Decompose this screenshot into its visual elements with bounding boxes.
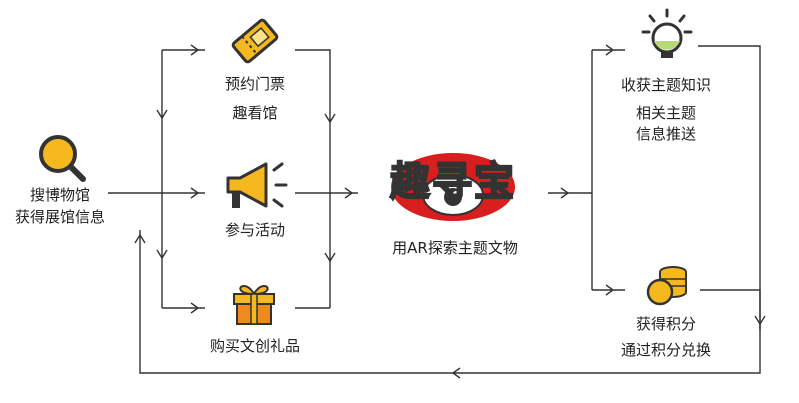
search-label: 搜博物馆 [29, 186, 91, 204]
ticket-sublabel: 趣看馆 [232, 104, 278, 122]
arrow-icon [156, 249, 168, 260]
knowledge-sublabel-2: 信息推送 [635, 125, 697, 143]
arrow-icon [451, 367, 461, 379]
arrow-icon [324, 113, 336, 124]
arrow-icon [560, 187, 570, 199]
search-sublabel: 获得展馆信息 [14, 208, 106, 226]
arrow-icon [190, 302, 200, 314]
coins-icon [646, 266, 687, 306]
arrow-icon [190, 187, 200, 199]
arrow-icon [156, 109, 168, 120]
logo-text: 趣寻宝 [389, 158, 516, 206]
knowledge-sublabel-1: 相关主题 [635, 104, 697, 122]
arrow-icon [190, 44, 200, 56]
ticket-label: 预约门票 [224, 75, 286, 93]
knowledge-label: 收获主题知识 [620, 76, 712, 94]
ticket-icon [231, 18, 279, 64]
quxunbao-logo [391, 153, 515, 221]
magnifier-icon [39, 135, 86, 182]
arrow-icon [324, 252, 336, 263]
arrow-icon [605, 44, 615, 56]
gift-label: 购买文创礼品 [209, 337, 301, 355]
lightbulb-icon [641, 8, 693, 58]
arrow-icon [134, 233, 146, 244]
points-label: 获得积分 [635, 315, 697, 333]
arrow-icon [754, 315, 766, 326]
points-sublabel: 通过积分兑换 [620, 341, 712, 359]
arrow-icon [605, 284, 615, 296]
activity-label: 参与活动 [224, 221, 286, 239]
gift-icon [233, 284, 275, 325]
megaphone-icon [226, 162, 288, 208]
arrow-icon [344, 187, 354, 199]
center-caption: 用AR探索主题文物 [392, 239, 518, 257]
